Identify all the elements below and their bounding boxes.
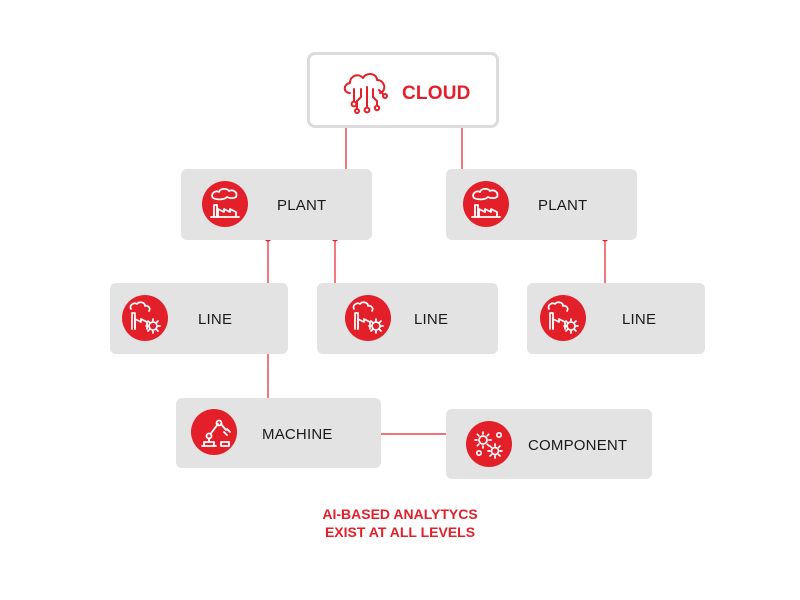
caption: AI-BASED ANALYTYCS EXIST AT ALL LEVELS: [0, 505, 800, 541]
plant-node-1[interactable]: PLANT: [181, 169, 372, 240]
gears-icon: [466, 421, 512, 467]
cloud-node[interactable]: CLOUD: [307, 52, 499, 128]
component-label: COMPONENT: [528, 437, 628, 454]
line-node-1[interactable]: LINE: [110, 283, 288, 354]
line-node-3[interactable]: LINE: [527, 283, 705, 354]
line-label-3: LINE: [622, 311, 657, 328]
component-node[interactable]: COMPONENT: [446, 409, 652, 479]
cloud-label: CLOUD: [402, 83, 471, 104]
caption-line-2: EXIST AT ALL LEVELS: [324, 524, 476, 540]
cloud-network-icon: [343, 73, 388, 114]
robot-arm-icon: [191, 409, 237, 455]
plant-label-1: PLANT: [277, 197, 327, 214]
production-line-icon: [345, 295, 391, 341]
machine-node[interactable]: MACHINE: [176, 398, 381, 468]
factory-icon: [463, 181, 509, 227]
factory-icon: [202, 181, 248, 227]
production-line-icon: [122, 295, 168, 341]
plant-node-2[interactable]: PLANT: [446, 169, 637, 240]
production-line-icon: [540, 295, 586, 341]
line-node-2[interactable]: LINE: [317, 283, 498, 354]
line-label-1: LINE: [198, 311, 233, 328]
machine-label: MACHINE: [262, 426, 333, 443]
plant-label-2: PLANT: [538, 197, 588, 214]
caption-line-1: AI-BASED ANALYTYCS: [322, 506, 478, 522]
line-label-2: LINE: [414, 311, 449, 328]
